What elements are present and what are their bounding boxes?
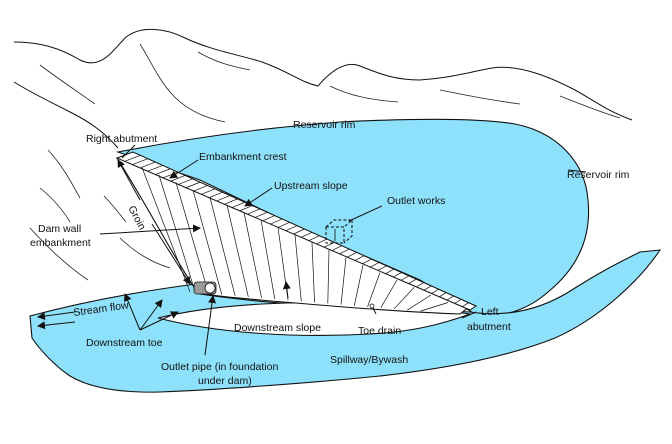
crest-tick — [462, 302, 469, 307]
crest-tick — [331, 245, 342, 251]
hatch-line — [158, 174, 196, 293]
label-left-abutment-1: Left — [481, 306, 499, 318]
hatch-line — [367, 272, 381, 307]
crest-tick — [262, 215, 275, 222]
hatch-line — [420, 302, 449, 312]
crest-tick — [124, 155, 141, 162]
reservoir-water — [115, 118, 590, 317]
label-left-abutment-2: abutment — [467, 321, 511, 333]
crest-tick — [224, 198, 238, 205]
outlet-pipe — [193, 281, 217, 295]
crest-tick — [185, 181, 201, 189]
label-downstream-toe: Downstream toe — [86, 337, 163, 349]
hatch-line — [353, 264, 364, 306]
label-upstream-slope: Upstream slope — [274, 180, 348, 192]
crest-tick — [339, 248, 350, 255]
crest-tick — [278, 221, 290, 228]
crest-tick — [439, 292, 447, 298]
hatch-line — [340, 257, 347, 305]
crest-tick — [416, 282, 424, 288]
hatch-line — [294, 234, 302, 302]
stream-flow-arrows — [37, 311, 76, 330]
hatch-line — [175, 182, 209, 294]
crest-tick — [385, 268, 395, 274]
label-reservoir-rim-right: Reservoir rim — [567, 169, 630, 181]
crest-tick — [454, 299, 462, 304]
dam-crest — [115, 151, 478, 311]
mountain-outlines — [13, 28, 633, 281]
crest-tick — [132, 158, 149, 165]
hatch-line — [260, 219, 276, 300]
crest-tick — [400, 275, 410, 281]
crest-tick — [316, 238, 328, 245]
crest-tick — [193, 185, 208, 192]
label-right-abutment: Right abutment — [86, 133, 157, 145]
crest-tick — [431, 288, 439, 294]
crest-tick — [208, 191, 223, 198]
hatch-line — [226, 204, 249, 297]
hatch-line — [192, 189, 223, 295]
crest-tick — [201, 188, 216, 195]
label-dam-wall-1: Dam wall — [38, 223, 81, 235]
hatch-line — [380, 279, 398, 309]
label-embankment-crest: Embankment crest — [199, 151, 287, 163]
crest-tick — [231, 201, 245, 208]
crest-tick — [446, 295, 454, 301]
hatch-line — [311, 242, 315, 303]
crest-tick — [139, 161, 156, 169]
hatch-line — [327, 249, 330, 304]
crest-tick — [270, 218, 283, 225]
label-groin: Groin — [125, 204, 148, 232]
crest-tick — [301, 232, 313, 238]
label-reservoir-rim-top: Reservoir rim — [293, 119, 356, 131]
crest-tick — [254, 211, 268, 218]
crest-tick — [393, 272, 402, 278]
hatch-line — [243, 212, 262, 299]
crest-tick — [423, 285, 432, 291]
hatch-line — [407, 294, 432, 311]
crest-tick — [216, 195, 231, 202]
crest-tick — [308, 235, 320, 241]
toe-drain-marker — [369, 303, 377, 315]
crest-tick — [293, 228, 305, 235]
crest-tick — [178, 178, 193, 185]
label-dam-wall-2: embankment — [30, 237, 91, 249]
leader-lines — [99, 144, 587, 356]
crest-tick — [362, 258, 372, 265]
crest-tick — [347, 252, 357, 258]
crest-tick — [370, 262, 380, 268]
crest-tick — [354, 255, 365, 261]
crest-tick — [247, 208, 260, 215]
crest-tick — [377, 265, 387, 271]
crest-ticks — [124, 155, 469, 307]
label-toe-drain: Toe drain — [358, 325, 401, 337]
outlet-works-icon — [325, 219, 354, 244]
crest-tick — [155, 168, 171, 175]
crest-tick — [147, 165, 163, 172]
downstream-area — [157, 302, 471, 336]
crest-tick — [408, 278, 417, 284]
label-spillway: Spillway/Bywash — [330, 354, 408, 366]
hatch-line — [209, 197, 236, 296]
label-outlet-pipe-2: under dam) — [198, 375, 252, 387]
label-outlet-pipe-1: Outlet pipe (in foundation — [161, 361, 278, 373]
label-downstream-slope: Downstream slope — [234, 322, 321, 334]
crest-tick — [285, 225, 298, 232]
label-outlet-works: Outlet works — [387, 195, 445, 207]
hatch-line — [393, 287, 415, 310]
